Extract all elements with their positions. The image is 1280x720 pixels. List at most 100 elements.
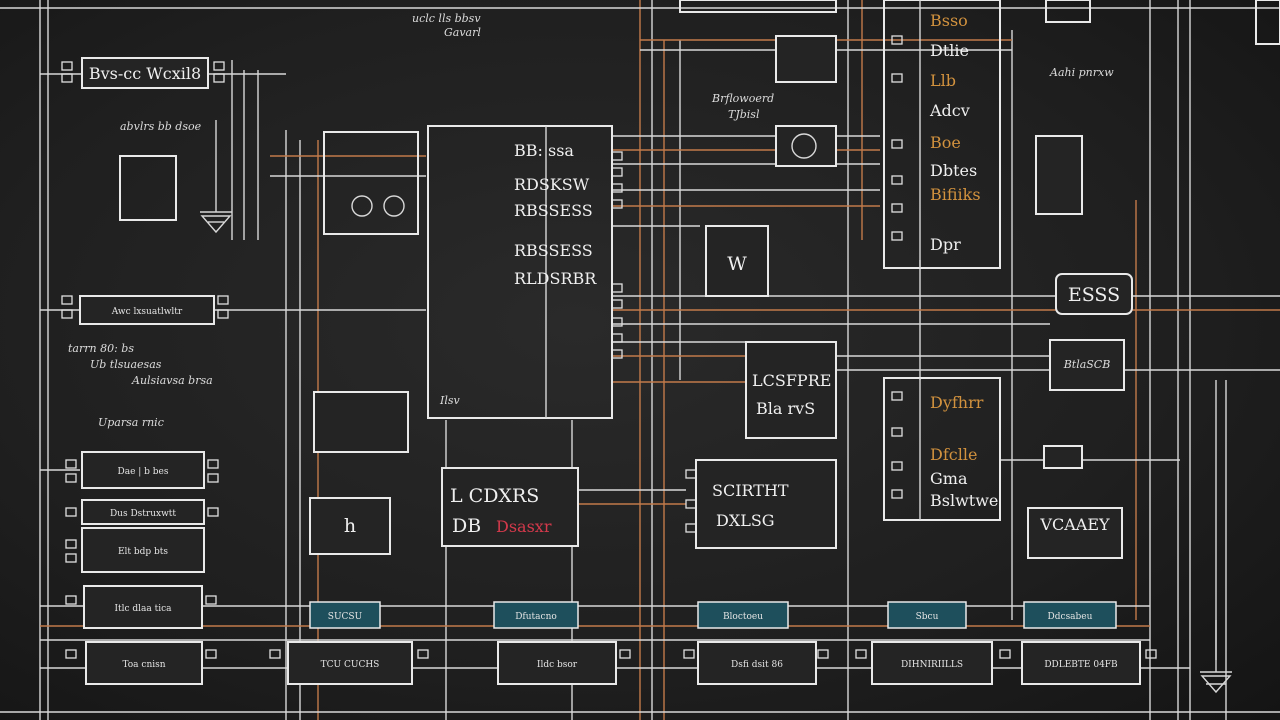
bottom-block-4 (697, 641, 817, 685)
circle-block (775, 125, 837, 167)
top-small-block (775, 35, 837, 83)
annotation-left-2: Ub tlsuaesas (90, 358, 162, 371)
left-block-4-label: Itlc dlaa tica (114, 604, 172, 614)
h-block-label: h (344, 515, 356, 537)
annotation-top-center: uclc lls bbsv (412, 12, 481, 25)
opamp-block (323, 131, 419, 235)
core-line-1: BB: ssa (514, 141, 574, 160)
annotation-mid-sub: TJbisl (728, 108, 760, 121)
annotation-left-4: Uparsa rnic (98, 416, 164, 429)
right-col-5: Boe (930, 133, 961, 152)
h-block (309, 497, 391, 555)
edge-block-top (1255, 0, 1280, 45)
core-label: Ilsv (439, 394, 461, 407)
left-block-4 (83, 585, 203, 629)
left-block-1-label: Dae | b bes (118, 467, 169, 477)
annotation-left-5: abvlrs bb dsoe (120, 120, 202, 133)
bottom-block-3 (497, 641, 617, 685)
far-right-small-block (1035, 135, 1083, 215)
teal-block-3-label: Bloctoeu (723, 612, 763, 622)
teal-block-1-label: SUCSU (328, 612, 363, 622)
core-line-2: RDSKSW (514, 175, 590, 194)
main-center-sub1: DB (452, 515, 481, 537)
bottom-block-6 (1021, 641, 1141, 685)
w-block (705, 225, 769, 297)
center-right-label: LCSFPRE (752, 371, 831, 390)
block-top-left-label: Bvs-cc Wcxil8 (89, 64, 201, 83)
right-mid-4: Bslwtwe (930, 491, 998, 510)
bottom-block-2 (287, 641, 413, 685)
right-col-8: Dpr (930, 235, 961, 254)
annotation-mid: Brflowoerd (711, 92, 774, 105)
core-line-5: RLDSRBR (514, 269, 597, 288)
right-col-1: Bsso (930, 11, 968, 30)
right-mid-3: Gma (930, 469, 968, 488)
pin-markers (61, 35, 1157, 659)
right-col-7: Bifiiks (930, 185, 981, 204)
right-mid-1: Dyfhrr (930, 393, 984, 412)
right-box-vcaaey (1027, 507, 1123, 559)
annotation-top-right: Aahi pnrxw (1049, 66, 1114, 79)
block-mid-left (79, 295, 215, 325)
annotation-top-center-sub: Gavarl (444, 26, 481, 39)
small-logic-block (313, 391, 409, 453)
right-box-bt (1049, 339, 1125, 391)
main-center-block (441, 467, 579, 547)
right-mid-ic (883, 377, 1001, 521)
bottom-block-1 (85, 641, 203, 685)
bottom-block-5 (871, 641, 993, 685)
right-box-vcaaey-label: VCAAEY (1039, 515, 1110, 534)
bottom-block-1-label: Toa cnisn (122, 660, 165, 670)
teal-block-4-label: Sbcu (916, 612, 939, 622)
w-block-label: W (727, 253, 747, 275)
right-resistor (1043, 445, 1083, 469)
bottom-block-5-label: DIHNIRIILLS (901, 660, 963, 670)
right-box-esss-label: ESSS (1068, 284, 1120, 306)
lower-mid-block (695, 459, 837, 549)
left-block-2 (81, 499, 205, 525)
center-right-sub: Bla rvS (756, 399, 815, 418)
bottom-block-2-label: TCU CUCHS (321, 660, 380, 670)
bottom-block-4-label: Dsfi dsit 86 (731, 660, 783, 670)
right-col-6: Dbtes (930, 161, 977, 180)
top-mid-block (679, 0, 837, 13)
teal-block-2-label: Dfutacno (515, 612, 557, 622)
teal-block-2 (493, 601, 579, 629)
teal-block-1 (309, 601, 381, 629)
core-ic (427, 125, 613, 419)
right-col-3: Llb (930, 71, 956, 90)
right-col-2: Dtlie (930, 41, 969, 60)
left-block-3-label: Elt bdp bts (118, 547, 168, 557)
lower-mid-label: SCIRTHT (712, 481, 789, 500)
small-block-left (119, 155, 177, 221)
left-block-1 (81, 451, 205, 489)
right-col-4: Adcv (929, 101, 970, 120)
teal-block-3 (697, 601, 789, 629)
right-mid-2: Dfclle (930, 445, 977, 464)
core-line-3: RBSSESS (514, 201, 593, 220)
annotation-left-1: tarrn 80: bs (68, 342, 134, 355)
ground-symbol-right (1200, 620, 1232, 694)
left-block-3 (81, 527, 205, 573)
teal-block-4 (887, 601, 967, 629)
teal-block-5 (1023, 601, 1117, 629)
lower-mid-sub: DXLSG (716, 511, 775, 530)
far-right-top-block (1045, 0, 1091, 23)
left-block-2-label: Dus Dstruxwtt (110, 509, 176, 519)
annotation-left-3: Aulsiavsa brsa (131, 374, 213, 387)
right-box-bt-label: BtlaSCB (1063, 358, 1111, 371)
bottom-block-3-label: Ildc bsor (537, 660, 578, 670)
bottom-block-6-label: DDLEBTE 04FB (1044, 660, 1118, 670)
block-top-left (81, 57, 209, 89)
right-column-ic (883, 0, 1001, 269)
ground-symbol-left (200, 120, 232, 234)
teal-block-5-label: Ddcsabeu (1048, 612, 1093, 622)
right-box-esss (1055, 273, 1133, 315)
main-center-label: L CDXRS (450, 485, 539, 507)
core-line-4: RBSSESS (514, 241, 593, 260)
block-mid-left-label: Awc lxsuatlwltr (111, 307, 183, 317)
center-right-block (745, 341, 837, 439)
main-center-sub2: Dsasxr (496, 517, 552, 536)
